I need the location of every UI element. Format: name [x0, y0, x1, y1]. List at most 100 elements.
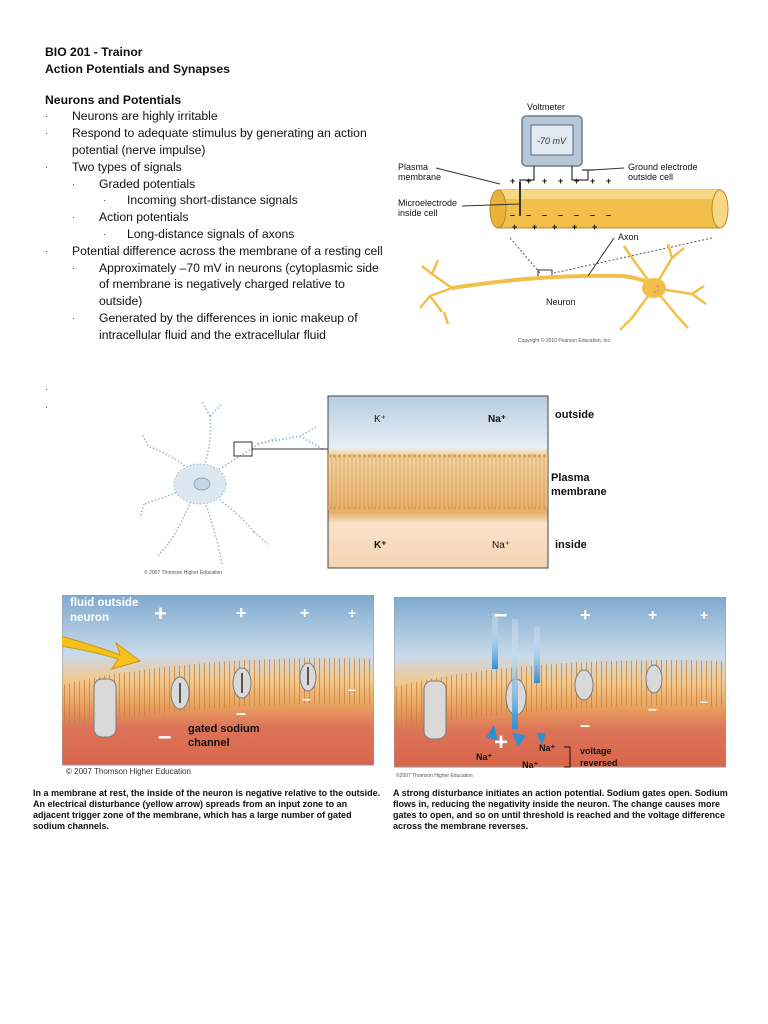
plus-sign-icon: +	[348, 605, 357, 621]
bullet-dot: ·	[72, 178, 75, 189]
minus-sign-icon: –	[542, 210, 548, 220]
bullet-text: Action potentials	[99, 210, 189, 225]
ground-electrode-label: Ground electrode outside cell	[628, 162, 698, 182]
bullet-dot: ·	[45, 245, 48, 256]
bullet-dot: ·	[45, 161, 48, 172]
axon-label: Axon	[618, 232, 639, 242]
fig3-copyright: © 2007 Thomson Higher Education	[66, 767, 191, 776]
plasma-label: Plasma	[551, 472, 590, 484]
section-title: Neurons and Potentials	[45, 92, 182, 107]
na-label-3: Na⁺	[522, 760, 539, 770]
figure-voltmeter-neuron: +++++++–––––––+++++ Voltmeter -70 mV Pla…	[392, 98, 732, 348]
minus-sign-icon: –	[494, 601, 508, 628]
plus-sign-icon: +	[494, 729, 509, 756]
bullet-item: ·Neurons are highly irritable	[45, 108, 390, 125]
bullet-item: · Potential difference across the membran…	[45, 243, 390, 260]
bullet-item: · Generated by the differences in ionic m…	[45, 310, 390, 344]
k-inside-label: K⁺	[374, 540, 387, 551]
voltage-label: voltage	[580, 746, 612, 756]
plus-sign-icon: +	[592, 222, 598, 232]
plus-sign-icon: +	[552, 222, 558, 232]
bullet-dot: ·	[45, 128, 48, 139]
minus-sign-icon: –	[574, 210, 580, 220]
figure-resting-membrane: fluid outside neuron gated sodium channe…	[62, 595, 374, 779]
minus-sign-icon: –	[558, 210, 564, 220]
bullet-item: · Approximately –70 mV in neurons (cytopl…	[45, 260, 390, 310]
outside-label: outside	[555, 409, 595, 421]
fluid-outside-label-2: neuron	[70, 612, 109, 624]
k-outside-label: K⁺	[374, 414, 386, 425]
na-inside-label: Na⁺	[492, 540, 511, 551]
fluid-outside-label: fluid outside	[70, 597, 139, 609]
fig4-copyright: ©2007 Thomson Higher Education	[396, 773, 473, 779]
inside-label: inside	[555, 539, 587, 551]
plus-sign-icon: +	[300, 605, 310, 622]
channel-label: channel	[188, 737, 230, 749]
caption-action-potential: A strong disturbance initiates an action…	[393, 788, 728, 831]
notes-block: BIO 201 - Trainor Action Potentials and …	[45, 44, 390, 344]
bullet-text: Approximately –70 mV in neurons (cytopla…	[99, 260, 379, 309]
bullet-dot: ·	[72, 262, 75, 273]
minus-sign-icon: –	[510, 210, 516, 220]
plus-sign-icon: +	[580, 605, 591, 625]
microelectrode-label: Microelectrode inside cell	[398, 198, 458, 218]
plus-sign-icon: +	[526, 176, 532, 186]
action-potential-illustration	[394, 597, 726, 768]
plus-sign-icon: +	[532, 222, 538, 232]
bullet-dot: ·	[72, 312, 75, 323]
plus-sign-icon: +	[606, 176, 612, 186]
plasma-membrane-label: Plasma membrane	[398, 162, 442, 182]
bullet-item: · Long-distance signals of axons	[45, 226, 390, 243]
voltmeter-reading: -70 mV	[537, 136, 567, 146]
minus-sign-icon: –	[648, 701, 657, 718]
bullet-item: · Two types of signals	[45, 159, 390, 176]
bullet-list: ·Neurons are highly irritable·Respond to…	[45, 108, 390, 343]
membrane-label: membrane	[551, 486, 607, 498]
voltmeter-neuron-illustration	[419, 115, 729, 331]
minus-sign-icon: –	[606, 210, 612, 220]
bullet-text: Two types of signals	[72, 159, 182, 174]
stray-bullet: ·	[45, 384, 48, 394]
caption-resting: In a membrane at rest, the inside of the…	[33, 788, 381, 831]
fig1-copyright: Copyright © 2010 Pearson Education, Inc.	[518, 338, 612, 344]
plus-sign-icon: +	[572, 222, 578, 232]
minus-sign-icon: –	[700, 693, 708, 709]
plus-sign-icon: +	[648, 607, 658, 624]
bullet-dot: ·	[72, 212, 75, 223]
na-label-2: Na⁺	[539, 743, 556, 753]
resting-membrane-illustration	[62, 595, 374, 766]
bullet-text: Graded potentials	[99, 176, 196, 191]
plus-sign-icon: +	[542, 176, 548, 186]
gated-sodium-label: gated sodium	[188, 723, 260, 735]
course-title: BIO 201 - Trainor	[45, 45, 143, 59]
plus-sign-icon: +	[558, 176, 564, 186]
plus-sign-icon: +	[236, 603, 247, 623]
bullet-item: · Graded potentials	[45, 176, 390, 193]
topic-title: Action Potentials and Synapses	[45, 61, 230, 76]
bullet-dot: ·	[103, 195, 106, 206]
minus-sign-icon: –	[302, 691, 311, 708]
minus-sign-icon: –	[590, 210, 596, 220]
bullet-item: · Action potentials	[45, 209, 390, 226]
na-outside-label: Na⁺	[488, 414, 507, 425]
bullet-text: Potential difference across the membrane…	[72, 243, 383, 258]
figure-action-potential: –++++––– Na⁺ Na⁺ Na⁺ voltage reversed ©2…	[394, 597, 726, 781]
minus-sign-icon: –	[158, 723, 172, 750]
minus-sign-icon: –	[236, 703, 247, 723]
bullet-dot: ·	[103, 228, 106, 239]
plus-sign-icon: +	[510, 176, 516, 186]
fig2-copyright: © 2007 Thomson Higher Education	[144, 570, 223, 576]
plus-sign-icon: +	[590, 176, 596, 186]
bullet-dot: ·	[45, 111, 48, 122]
plus-sign-icon: +	[700, 607, 709, 623]
minus-sign-icon: –	[348, 681, 356, 697]
bullet-item: ·Respond to adequate stimulus by generat…	[45, 125, 390, 159]
na-label-1: Na⁺	[476, 752, 493, 762]
minus-sign-icon: –	[526, 210, 532, 220]
plus-sign-icon: +	[512, 222, 518, 232]
neuron-label: Neuron	[546, 297, 576, 307]
bullet-text: Long-distance signals of axons	[127, 226, 295, 241]
plus-sign-icon: +	[154, 601, 167, 626]
bullet-text: Generated by the differences in ionic ma…	[99, 310, 358, 342]
plus-sign-icon: +	[574, 176, 580, 186]
